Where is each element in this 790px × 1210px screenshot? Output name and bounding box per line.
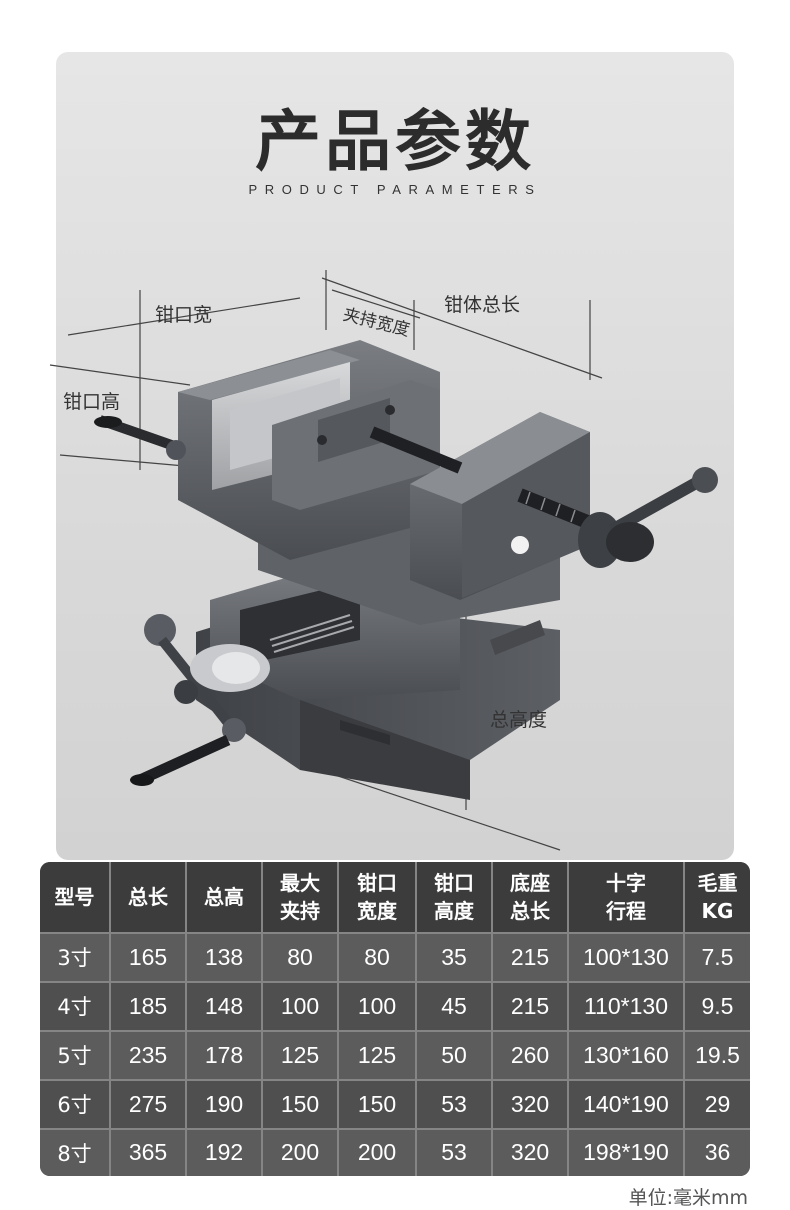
table-header-text: 夹持: [280, 899, 320, 923]
page-subtitle: PRODUCT PARAMETERS: [248, 182, 542, 197]
table-cell: 215: [492, 981, 569, 1032]
table-cell-model: 5寸: [40, 1030, 111, 1081]
table-cell: 100*130: [568, 933, 685, 983]
table-header-cell: 最大夹持: [262, 862, 339, 934]
table-cell-model: 8寸: [40, 1128, 111, 1176]
table-header-text: 行程: [606, 899, 646, 923]
page-title: 产品参数: [255, 103, 535, 180]
table-cell: 45: [416, 981, 493, 1032]
table-header-text: 钳口: [434, 871, 474, 895]
table-cell: 200: [338, 1128, 417, 1176]
table-header-text: KG: [701, 899, 734, 923]
table-cell: 29: [684, 1079, 750, 1130]
table-header-cell: 钳口高度: [416, 862, 493, 934]
table-header-cell: 毛重 KG: [684, 862, 750, 934]
label-jaw-height: 钳口高: [63, 391, 121, 413]
table-header-text: 钳口: [357, 871, 397, 895]
table-cell: 9.5: [684, 981, 750, 1032]
cross-handle: [130, 614, 270, 786]
table-cell-model: 6寸: [40, 1079, 111, 1130]
table-cell: 150: [262, 1079, 339, 1130]
table-cell: 185: [110, 981, 187, 1032]
vise-illustration: [49, 270, 718, 851]
table-cell-model: 3寸: [40, 933, 111, 983]
table-cell: 80: [262, 933, 339, 983]
table-cell: 50: [416, 1030, 493, 1081]
label-jaw-width: 钳口宽: [155, 304, 213, 326]
left-handle: [94, 415, 186, 460]
table-header-text: 总高: [204, 885, 244, 909]
table-header-text: 高度: [434, 899, 474, 923]
table-cell: 125: [338, 1030, 417, 1081]
table-cell: 165: [110, 933, 187, 983]
right-handle: [578, 467, 718, 568]
table-cell: 130*160: [568, 1030, 685, 1081]
table-cell: 110*130: [568, 981, 685, 1032]
table-header-text: 总长: [510, 899, 550, 923]
table-header-text: 宽度: [357, 899, 397, 923]
table-cell-model: 4寸: [40, 981, 111, 1032]
table-header-cell: 型号: [40, 862, 111, 934]
table-header-text: 十字: [606, 871, 646, 895]
table-cell: 53: [416, 1079, 493, 1130]
table-header-cell: 底座总长: [492, 862, 569, 934]
table-cell: 7.5: [684, 933, 750, 983]
table-cell: 100: [338, 981, 417, 1032]
table-header-cell: 十字行程: [568, 862, 685, 934]
label-body-length: 钳体总长: [444, 294, 521, 316]
table-cell: 148: [186, 981, 263, 1032]
table-cell: 215: [492, 933, 569, 983]
table-header-cell: 钳口宽度: [338, 862, 417, 934]
table-header-text: 型号: [54, 885, 95, 909]
table-cell: 138: [186, 933, 263, 983]
table-header-cell: 总长: [110, 862, 187, 934]
table-header-text: 毛重: [697, 871, 738, 895]
table-cell: 100: [262, 981, 339, 1032]
table-cell: 235: [110, 1030, 187, 1081]
table-header-text: 最大: [280, 871, 320, 895]
table-cell: 80: [338, 933, 417, 983]
table-cell: 19.5: [684, 1030, 750, 1081]
table-cell: 198*190: [568, 1128, 685, 1176]
table-cell: 178: [186, 1030, 263, 1081]
table-cell: 53: [416, 1128, 493, 1176]
table-cell: 200: [262, 1128, 339, 1176]
table-cell: 320: [492, 1079, 569, 1130]
table-cell: 35: [416, 933, 493, 983]
table-cell: 125: [262, 1030, 339, 1081]
table-cell: 150: [338, 1079, 417, 1130]
table-header-text: 底座: [510, 871, 550, 895]
unit-note: 单位:毫米mm: [628, 1187, 748, 1209]
table-cell: 140*190: [568, 1079, 685, 1130]
table-cell: 192: [186, 1128, 263, 1176]
table-cell: 260: [492, 1030, 569, 1081]
table-cell: 365: [110, 1128, 187, 1176]
table-cell: 36: [684, 1128, 750, 1176]
table-header-text: 总长: [128, 885, 168, 909]
vise-end-block: [410, 412, 590, 600]
table-cell: 320: [492, 1128, 569, 1176]
table-cell: 190: [186, 1079, 263, 1130]
table-header-cell: 总高: [186, 862, 263, 934]
vise-body: [178, 340, 440, 560]
table-cell: 275: [110, 1079, 187, 1130]
label-total-height: 总高度: [490, 709, 548, 731]
